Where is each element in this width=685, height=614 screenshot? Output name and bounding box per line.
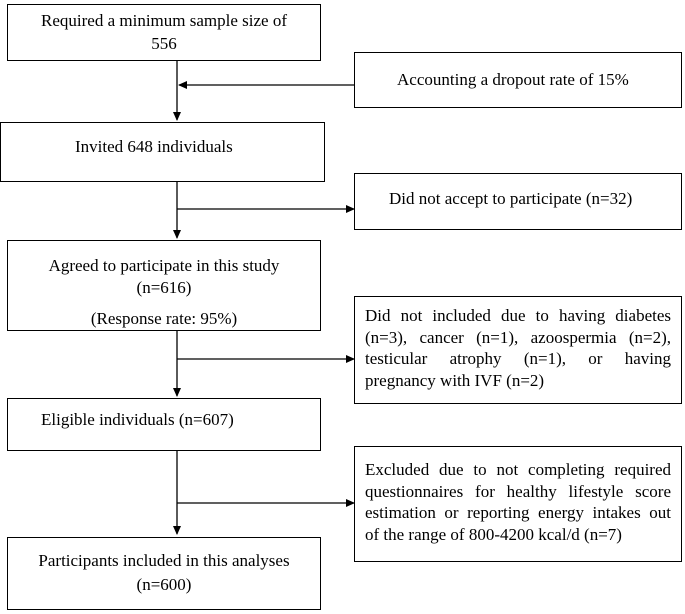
not-included-line: (n=3), cancer (n=1), azoospermia (n=2), (365, 327, 671, 347)
eligible-text: Eligible individuals (n=607) (41, 410, 234, 429)
excluded-text: Excluded due to not completing required … (365, 459, 671, 545)
sample-size-line1: Required a minimum sample size of (41, 11, 287, 30)
excluded-line: questionnaires for healthy lifestyle sco… (365, 481, 671, 501)
excluded-line: estimation or reporting energy intakes o… (365, 503, 671, 523)
invited-text: Invited 648 individuals (75, 137, 233, 156)
box-eligible: Eligible individuals (n=607) (7, 398, 321, 451)
box-dropout: Accounting a dropout rate of 15% (354, 52, 682, 108)
sample-size-line2: 556 (151, 34, 177, 53)
not-accept-text: Did not accept to participate (n=32) (389, 189, 633, 208)
not-included-line: pregnancy with IVF (n=2) (365, 370, 545, 390)
box-sample-size: Required a minimum sample size of 556 (7, 4, 321, 61)
not-included-line: testicular atrophy (n=1), or having (365, 349, 671, 369)
box-not-included: Did not included due to having diabetes … (354, 296, 682, 404)
box-participants: Participants included in this analyses (… (7, 537, 321, 610)
agreed-line3: (Response rate: 95%) (90, 309, 238, 328)
agreed-line2: (n=616) (136, 278, 192, 297)
box-invited: Invited 648 individuals (0, 122, 325, 182)
box-not-accept: Did not accept to participate (n=32) (354, 173, 682, 230)
dropout-text: Accounting a dropout rate of 15% (397, 70, 629, 89)
agreed-line1: Agreed to participate in this study (48, 256, 280, 275)
excluded-line: of the range of 800-4200 kcal/d (n=7) (365, 524, 622, 544)
excluded-line: Excluded due to not completing required (365, 460, 671, 479)
not-included-text: Did not included due to having diabetes … (365, 305, 671, 391)
participants-line2: (n=600) (136, 575, 192, 594)
box-excluded: Excluded due to not completing required … (354, 446, 682, 562)
not-included-line: Did not included due to having diabetes (365, 306, 671, 325)
participants-line1: Participants included in this analyses (38, 551, 290, 570)
box-agreed: Agreed to participate in this study (n=6… (7, 240, 321, 331)
